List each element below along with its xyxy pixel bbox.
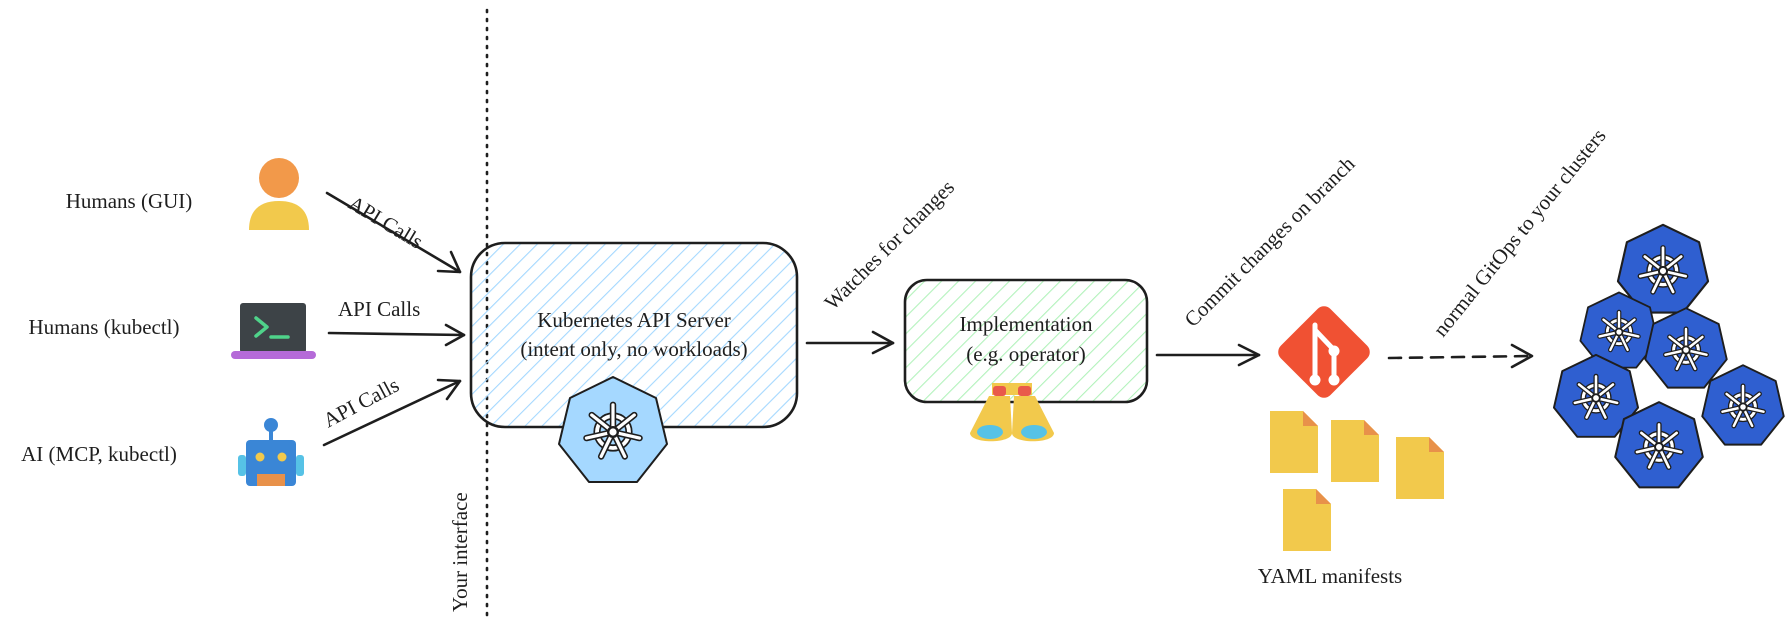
api-call-arrow-kubectl bbox=[327, 323, 466, 347]
edge-label-commit: Commit changes on branch bbox=[1180, 151, 1360, 331]
commit-arrow bbox=[1155, 343, 1261, 367]
api-call-arrow-gui bbox=[325, 191, 462, 274]
manifests-label: YAML manifests bbox=[1258, 564, 1402, 588]
cluster-kubernetes-icon bbox=[1645, 308, 1727, 387]
implementation-title: Implementation bbox=[960, 312, 1093, 336]
boundary-label: Your interface bbox=[448, 492, 472, 612]
edge-label-api-calls-2: API Calls bbox=[338, 297, 420, 321]
api-server-subtitle: (intent only, no workloads) bbox=[520, 337, 747, 361]
kubernetes-logo-icon bbox=[558, 376, 668, 483]
actor-label-ai: AI (MCP, kubectl) bbox=[21, 442, 177, 466]
watches-arrow bbox=[805, 330, 895, 355]
yaml-file-icon bbox=[1283, 489, 1331, 551]
yaml-file-icon bbox=[1396, 437, 1444, 499]
implementation-subtitle: (e.g. operator) bbox=[966, 342, 1086, 366]
actor-label-kubectl: Humans (kubectl) bbox=[28, 315, 179, 339]
edge-label-api-calls-1: API Calls bbox=[344, 191, 427, 254]
yaml-file-icon bbox=[1270, 411, 1318, 473]
edge-label-gitops: normal GitOps to your clusters bbox=[1428, 124, 1610, 341]
binoculars-icon bbox=[970, 383, 1054, 442]
actor-label-gui: Humans (GUI) bbox=[66, 189, 193, 213]
terminal-laptop-icon bbox=[231, 303, 316, 359]
person-icon bbox=[249, 158, 309, 230]
gitops-arrow bbox=[1387, 343, 1534, 369]
edge-label-api-calls-3: API Calls bbox=[319, 373, 403, 433]
robot-icon bbox=[238, 418, 304, 486]
api-server-title: Kubernetes API Server bbox=[537, 308, 731, 332]
yaml-file-icon bbox=[1331, 420, 1379, 482]
git-logo-icon bbox=[1278, 306, 1370, 398]
api-call-arrow-ai bbox=[322, 378, 462, 447]
cluster-kubernetes-icon bbox=[1702, 365, 1784, 444]
